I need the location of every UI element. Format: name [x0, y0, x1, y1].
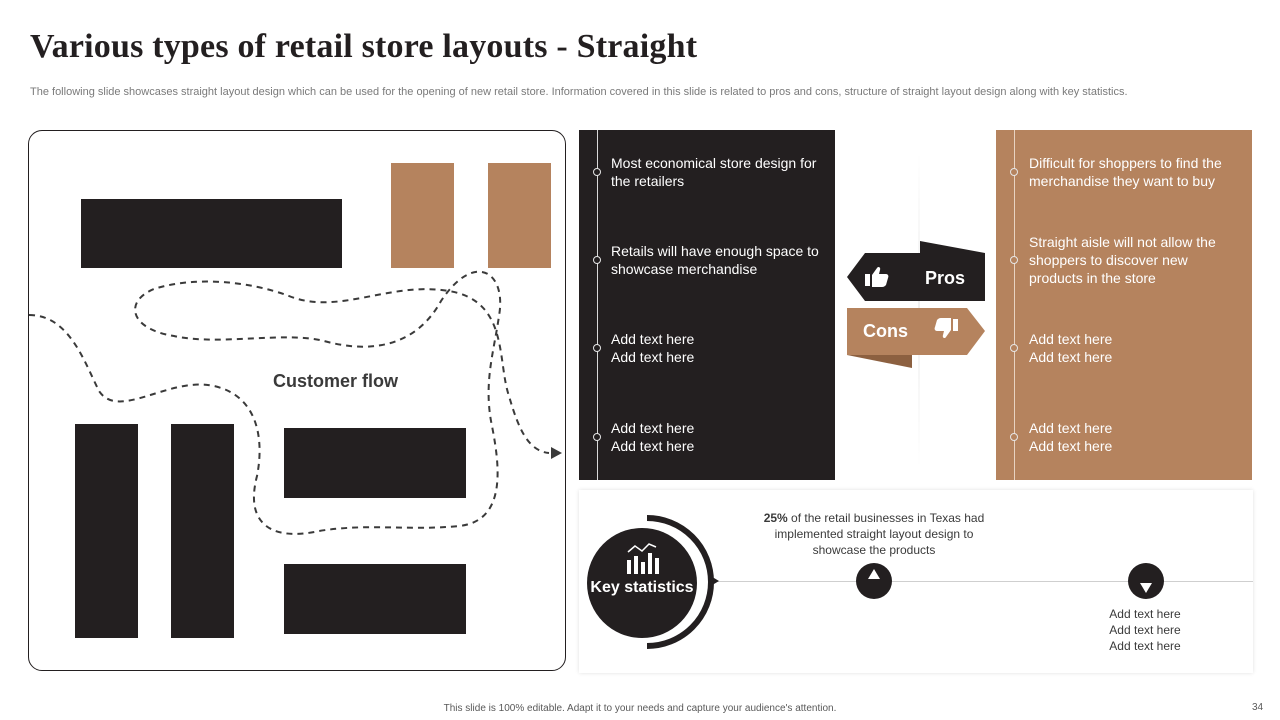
- cons-panel: Difficult for shoppers to find the merch…: [996, 130, 1252, 480]
- pros-item-text: Add text here Add text here: [611, 331, 695, 365]
- cons-item-text: Straight aisle will not allow the shoppe…: [1029, 234, 1216, 286]
- bullet-dot-icon: [593, 344, 601, 352]
- cons-item-text: Difficult for shoppers to find the merch…: [1029, 155, 1222, 189]
- pros-panel: Most economical store design for the ret…: [579, 130, 835, 480]
- shelf-horizontal-middle: [284, 428, 466, 498]
- cons-item-text: Add text here Add text here: [1029, 331, 1113, 365]
- stats-timeline-line: [709, 581, 1253, 582]
- stat-1-highlight: 25%: [763, 511, 788, 525]
- shelf-horizontal-top: [81, 199, 342, 268]
- stat-1-text: 25% of the retail businesses in Texas ha…: [749, 510, 999, 558]
- stat-2-text: Add text here Add text here Add text her…: [1109, 607, 1181, 653]
- key-statistics-label: Key statistics: [590, 579, 694, 596]
- slide-subtitle: The following slide showcases straight l…: [30, 86, 1128, 98]
- cons-timeline-line: [1014, 130, 1015, 480]
- pros-timeline-line: [597, 130, 598, 480]
- bullet-dot-icon: [1010, 344, 1018, 352]
- shelf-brown-right: [488, 163, 551, 268]
- triangle-down-icon: [1140, 583, 1152, 593]
- pros-item-text: Add text here Add text here: [611, 420, 695, 454]
- stat-2-marker: [1128, 563, 1164, 599]
- floor-plan: Customer flow: [28, 130, 566, 671]
- stat-1-body: of the retail businesses in Texas had im…: [774, 511, 985, 557]
- bullet-dot-icon: [1010, 168, 1018, 176]
- page-number: 34: [1252, 702, 1264, 713]
- pros-item-text: Retails will have enough space to showca…: [611, 243, 819, 277]
- bullet-dot-icon: [593, 256, 601, 264]
- shelf-vertical-right: [171, 424, 234, 638]
- customer-flow-label: Customer flow: [273, 371, 399, 391]
- slide-footer: This slide is 100% editable. Adapt it to…: [443, 703, 837, 714]
- key-statistics-badge: Key statistics: [587, 528, 697, 638]
- bullet-dot-icon: [593, 433, 601, 441]
- key-statistics-panel: Key statistics 25% of the retail busines…: [579, 490, 1253, 673]
- shelf-brown-left: [391, 163, 454, 268]
- cons-tag: [847, 308, 985, 368]
- pros-tag: [847, 241, 985, 301]
- bar-chart-icon: [627, 543, 659, 574]
- stat-1-marker: [856, 563, 892, 599]
- bullet-dot-icon: [1010, 256, 1018, 264]
- cons-label: Cons: [863, 321, 908, 341]
- flow-arrow-icon: [551, 447, 562, 459]
- key-statistics-ring: [646, 515, 719, 649]
- shelf-vertical-left: [75, 424, 138, 638]
- pros-item-text: Most economical store design for the ret…: [611, 155, 817, 189]
- slide-title: Various types of retail store layouts - …: [30, 28, 698, 65]
- triangle-up-icon: [868, 569, 880, 579]
- bullet-dot-icon: [1010, 433, 1018, 441]
- shelf-horizontal-bottom: [284, 564, 466, 634]
- thumbs-up-icon: [865, 266, 889, 287]
- cons-item-text: Add text here Add text here: [1029, 420, 1113, 454]
- pros-label: Pros: [925, 268, 966, 288]
- customer-flow-path: [29, 270, 562, 535]
- thumbs-down-icon: [934, 318, 958, 339]
- bullet-dot-icon: [593, 168, 601, 176]
